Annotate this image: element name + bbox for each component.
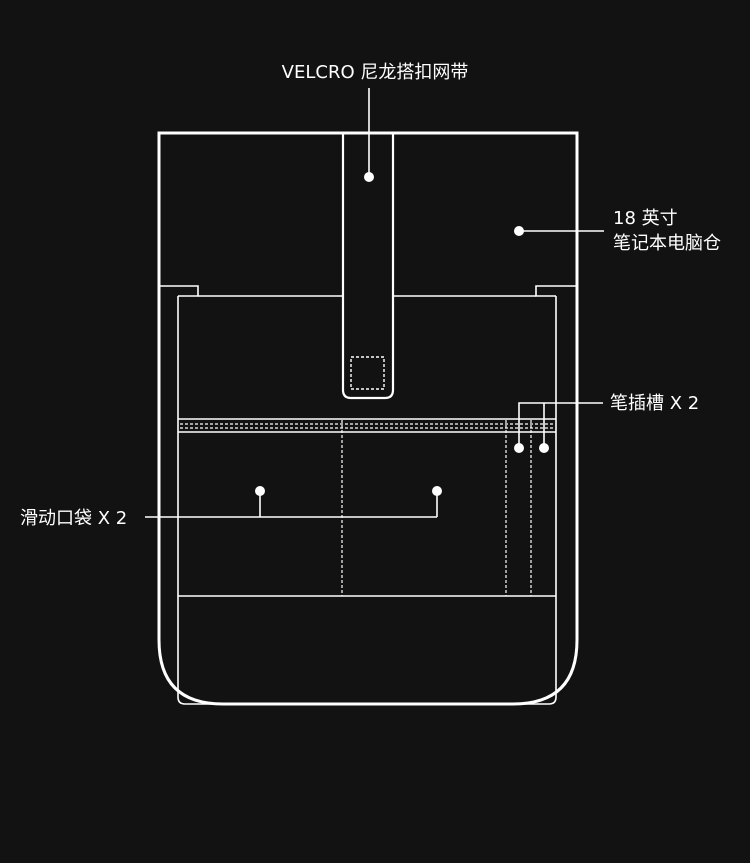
velcro-callout-dot: [364, 172, 374, 182]
pen-slot-dot-1: [514, 443, 524, 453]
front-panel-top-left: [159, 285, 199, 297]
slide-pockets-label: 滑动口袋 X 2: [20, 508, 127, 529]
laptop-compartment-label: 笔记本电脑仓: [613, 233, 721, 254]
front-panel-top-right: [535, 285, 577, 297]
front-panel-outline: [177, 296, 557, 705]
laptop-size-label: 18 英寸: [613, 208, 678, 229]
pen-slots-label: 笔插槽 X 2: [610, 393, 699, 414]
pen-slot-callout-line: [518, 402, 603, 448]
pen-slot-dot-2: [539, 443, 549, 453]
velcro-strap: [341, 133, 395, 400]
velcro-strap-label: VELCRO 尼龙搭扣网带: [282, 62, 469, 83]
velcro-patch: [350, 356, 385, 390]
